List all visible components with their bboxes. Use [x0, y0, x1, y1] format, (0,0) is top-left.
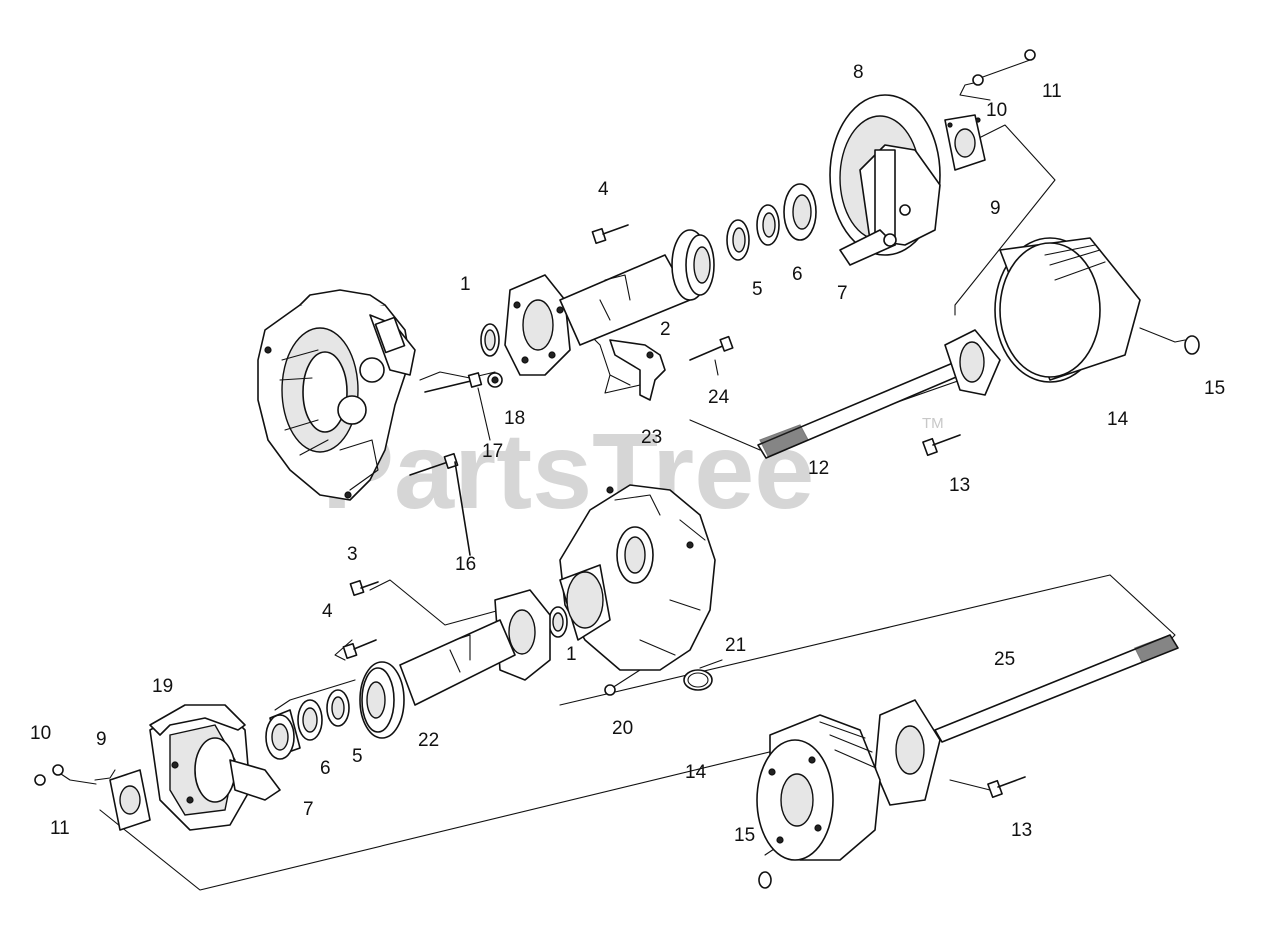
callout-8: 8	[853, 62, 864, 83]
brake-drum-14-upper	[994, 237, 1141, 383]
callout-11-lower: 11	[50, 818, 70, 839]
bolt-16	[409, 452, 471, 556]
nut-11-lower	[34, 774, 46, 786]
callout-6-upper: 6	[792, 264, 803, 285]
brake-assembly-8	[829, 94, 941, 266]
bolt-24	[689, 335, 734, 361]
leader-lines	[57, 59, 1186, 891]
axle-shaft-12	[757, 329, 1001, 459]
callout-13-lower: 13	[1011, 820, 1032, 841]
bolt-13-upper	[922, 434, 961, 457]
callout-22: 22	[418, 730, 439, 751]
bolt-13-lower	[987, 776, 1026, 799]
callout-9-upper: 9	[990, 198, 1001, 219]
callout-7-upper: 7	[837, 283, 848, 304]
callout-5-upper: 5	[752, 279, 763, 300]
nut-11-upper	[1024, 49, 1036, 61]
brake-assembly-19	[149, 704, 281, 831]
upper-transaxle-housing	[257, 289, 416, 501]
plate-9-lower	[109, 769, 151, 831]
callout-labels: 1 1 2 3 4 4 5 5 6 6 7 7 8 9 9 10 10 11 1…	[30, 62, 1225, 846]
callout-12: 12	[808, 458, 829, 479]
watermark: PartsTree TM	[322, 410, 944, 531]
o-ring-21	[683, 669, 713, 691]
callout-11-upper: 11	[1042, 81, 1062, 102]
callout-19: 19	[152, 676, 173, 697]
axle-shaft-25	[874, 634, 1179, 806]
callout-18: 18	[504, 408, 525, 429]
callout-1-lower: 1	[566, 644, 577, 665]
bolt-3	[349, 579, 379, 597]
washer-15-upper	[1184, 335, 1200, 355]
callout-14-upper: 14	[1107, 409, 1129, 430]
washer-10-upper	[972, 74, 984, 86]
watermark-text: PartsTree	[322, 410, 814, 531]
axle-housing-22	[359, 589, 551, 739]
washer-10-lower	[52, 764, 64, 776]
nut-18	[487, 372, 503, 388]
callout-25: 25	[994, 649, 1015, 670]
bearing-set-lower	[265, 689, 350, 760]
plate-9-upper	[944, 114, 986, 171]
callout-15-lower: 15	[734, 825, 755, 846]
callout-2: 2	[660, 319, 671, 340]
callout-4-lower: 4	[322, 601, 333, 622]
callout-4-upper: 4	[598, 179, 609, 200]
seal-1-upper	[480, 323, 500, 357]
callout-15-upper: 15	[1204, 378, 1225, 399]
callout-1-upper: 1	[460, 274, 471, 295]
callout-21: 21	[725, 635, 746, 656]
bolt-4-upper	[591, 224, 629, 245]
nut-20	[604, 684, 616, 696]
callout-16: 16	[455, 554, 476, 575]
callout-9-lower: 9	[96, 729, 107, 750]
callout-20: 20	[612, 718, 633, 739]
bolt-4-lower	[342, 639, 377, 660]
callout-14-lower: 14	[685, 762, 707, 783]
seal-1-lower	[548, 606, 568, 638]
axle-housing-2	[504, 229, 715, 376]
callout-17: 17	[482, 441, 503, 462]
callout-10-upper: 10	[986, 100, 1007, 121]
washer-15-lower	[758, 871, 772, 889]
brake-drum-14-lower	[756, 714, 881, 861]
callout-24: 24	[708, 387, 730, 408]
callout-13-upper: 13	[949, 475, 970, 496]
bearing-set-upper	[726, 183, 817, 261]
bracket-23	[609, 339, 666, 401]
callout-10-lower: 10	[30, 723, 51, 744]
callout-3: 3	[347, 544, 358, 565]
watermark-trademark: TM	[922, 415, 944, 432]
callout-6-lower: 6	[320, 758, 331, 779]
callout-23: 23	[641, 427, 662, 448]
callout-5-lower: 5	[352, 746, 363, 767]
lower-transaxle-housing	[559, 484, 716, 671]
bolt-17	[424, 372, 491, 441]
callout-7-lower: 7	[303, 799, 314, 820]
